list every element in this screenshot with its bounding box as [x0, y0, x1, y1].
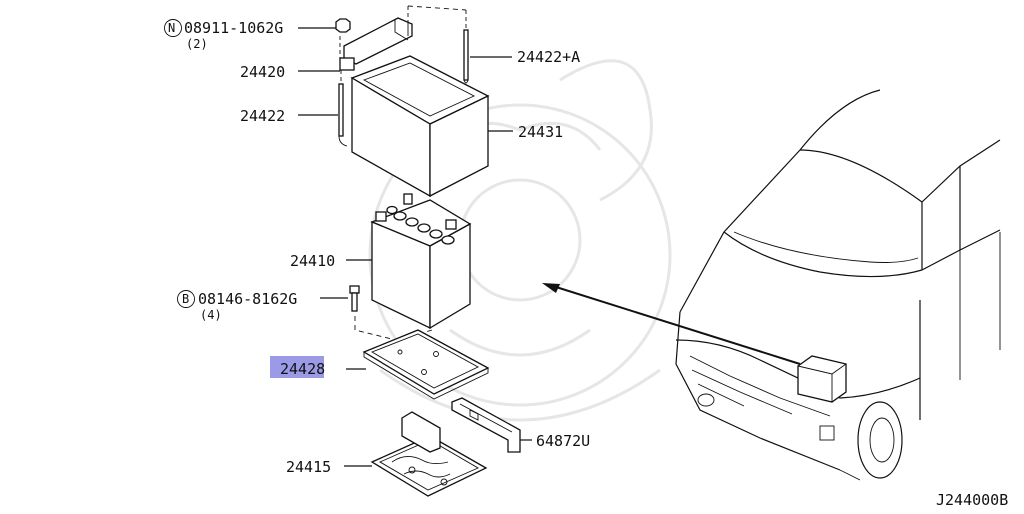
battery-icon [370, 193, 472, 330]
tray-cover-number: 24428 [280, 360, 325, 378]
nut-prefix: N [168, 21, 175, 35]
nut-qty: (2) [186, 37, 208, 51]
battery-cell-caps [386, 205, 455, 245]
label-rod-right[interactable]: 24422+A [517, 48, 580, 66]
rod-left-number: 24422 [240, 107, 285, 125]
label-clamp[interactable]: 24420 [240, 63, 285, 81]
label-bracket[interactable]: 64872U [536, 432, 590, 450]
selection-highlight [270, 356, 324, 378]
tray-cover-icon [362, 329, 490, 400]
rod-left-icon [338, 70, 348, 147]
rod-right-icon [463, 10, 469, 84]
location-arrow [542, 283, 801, 365]
label-rod-left[interactable]: 24422 [240, 107, 285, 125]
bolt-qty: (4) [200, 308, 222, 322]
tray-number: 24415 [286, 458, 331, 476]
bracket-number: 64872U [536, 432, 590, 450]
label-nut[interactable]: N 08911-1062G (2) [164, 19, 284, 51]
bolt-code: 08146-8162G [198, 290, 297, 308]
label-tray[interactable]: 24415 [286, 458, 331, 476]
vehicle-outline [675, 89, 1001, 481]
bolt-icon [349, 285, 360, 312]
label-bolt[interactable]: B 08146-8162G (4) [177, 290, 298, 322]
label-tray-cover[interactable]: 24428 [270, 356, 325, 378]
rod-right-number: 24422+A [517, 48, 580, 66]
battery-number: 24410 [290, 252, 335, 270]
nut-icon [335, 18, 351, 33]
bracket-icon [451, 397, 521, 453]
diagram-id: J244000B [936, 491, 1008, 509]
watermark-logo [368, 59, 672, 422]
battery-terminal-icon [375, 193, 457, 230]
label-cover[interactable]: 24431 [518, 123, 563, 141]
nut-code: 08911-1062G [184, 19, 283, 37]
clamp-icon [339, 17, 413, 71]
clamp-number: 24420 [240, 63, 285, 81]
location-box-icon [797, 355, 847, 403]
bolt-prefix: B [182, 292, 189, 306]
cover-number: 24431 [518, 123, 563, 141]
battery-cover-icon [350, 55, 490, 198]
label-battery[interactable]: 24410 [290, 252, 335, 270]
battery-tray-icon [370, 411, 488, 497]
